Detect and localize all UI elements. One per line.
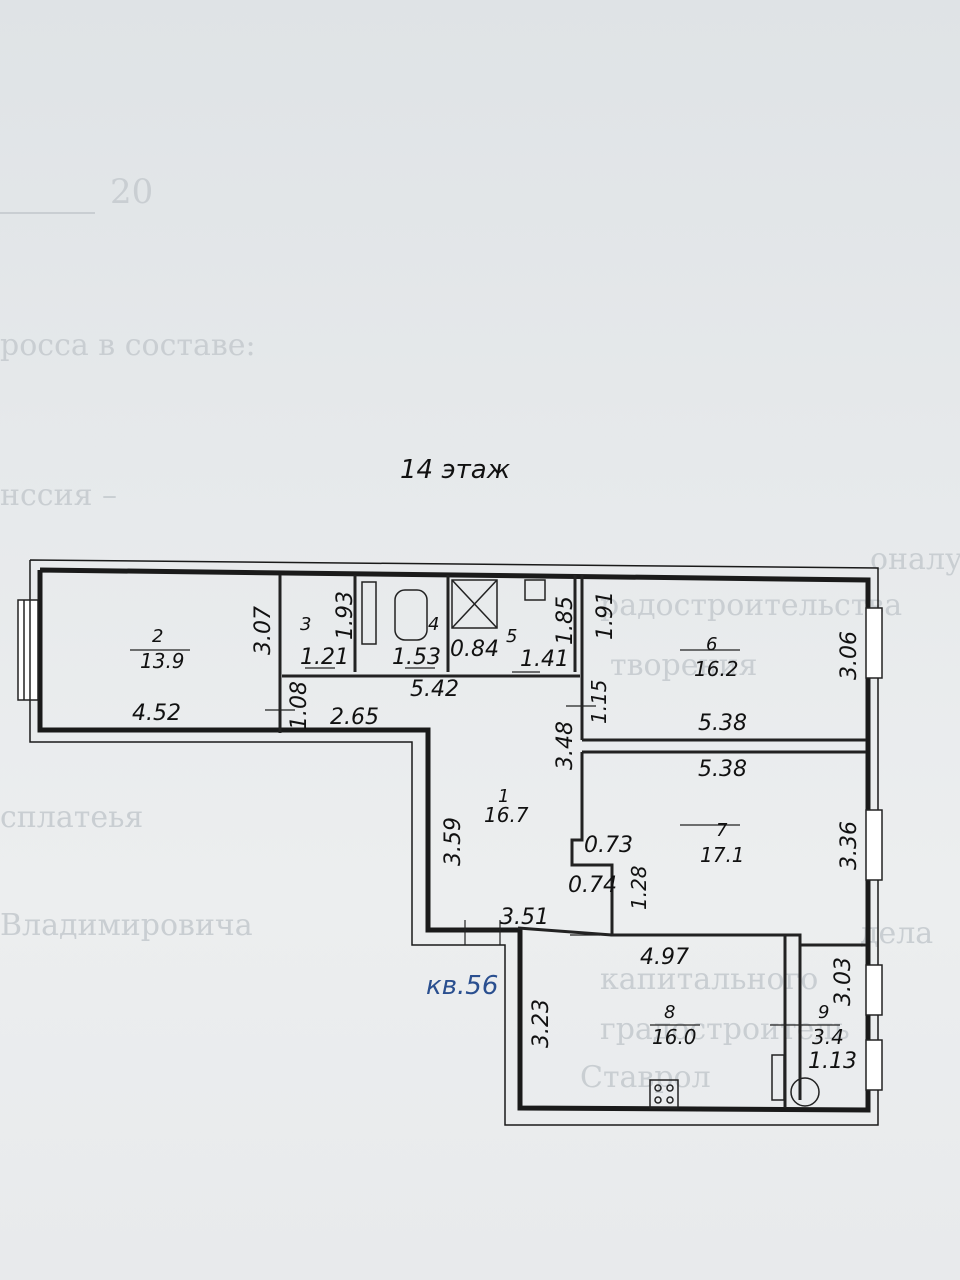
room-5-number: 5 bbox=[506, 626, 517, 647]
dim-notch-a: 0.73 bbox=[584, 833, 633, 858]
room-1-area: 16.7 bbox=[484, 803, 529, 827]
room-8-number: 8 bbox=[664, 1002, 675, 1023]
dim-r6-height: 3.06 bbox=[837, 631, 862, 680]
bg-text-line1: 20 bbox=[110, 172, 154, 212]
dim-r6-width: 5.38 bbox=[698, 711, 747, 736]
dim-corr-side: 1.08 bbox=[287, 681, 312, 730]
fixtures bbox=[361, 579, 820, 1109]
apartment-label: кв.56 bbox=[426, 971, 498, 1001]
bg-text-right7: Ставрол bbox=[580, 1060, 711, 1095]
room-8-area: 16.0 bbox=[652, 1025, 697, 1049]
dim-r8-width: 4.97 bbox=[640, 945, 689, 970]
dim-r4-width: 1.53 bbox=[392, 645, 441, 670]
room-2-number: 2 bbox=[152, 626, 163, 647]
interior-walls bbox=[278, 575, 866, 1108]
outer-walls bbox=[29, 559, 879, 1126]
bg-text-right5: капитального bbox=[600, 962, 819, 997]
dim-r9-height: 3.03 bbox=[831, 957, 856, 1006]
bg-text-line3: нссия – bbox=[0, 478, 118, 513]
room-6-number: 6 bbox=[706, 634, 717, 655]
room-7-area: 17.1 bbox=[700, 843, 745, 867]
room-3-number: 3 bbox=[300, 614, 311, 635]
dim-notch-b: 0.74 bbox=[568, 873, 617, 898]
dim-corr-width2: 2.65 bbox=[330, 705, 379, 730]
dimension-ticks bbox=[130, 649, 840, 1026]
dim-hall-bottom: 3.51 bbox=[500, 905, 549, 930]
bg-text-right4: дела bbox=[860, 916, 934, 951]
dim-notch-c: 1.28 bbox=[627, 865, 651, 910]
bg-text-right1: оналу bbox=[870, 542, 960, 577]
dim-r3-width: 1.21 bbox=[300, 645, 349, 670]
dim-r6-side: 1.91 bbox=[593, 591, 618, 640]
dim-r5-height: 1.85 bbox=[553, 596, 578, 645]
dim-hall-left: 3.59 bbox=[441, 817, 466, 866]
room-9-number: 9 bbox=[818, 1002, 829, 1023]
room-6-area: 16.2 bbox=[694, 657, 739, 681]
bg-text-line5: Владимировича bbox=[0, 908, 253, 943]
dim-r7-height: 3.36 bbox=[837, 821, 862, 870]
windows bbox=[17, 599, 883, 1091]
dim-r5-small: 0.84 bbox=[450, 637, 499, 662]
dim-corridor-width: 5.42 bbox=[410, 677, 459, 702]
bg-text-line4: сплатеья bbox=[0, 800, 144, 835]
dim-r7-top: 5.38 bbox=[698, 757, 747, 782]
floor-label: 14 этаж bbox=[400, 455, 511, 485]
dim-r2-height: 3.07 bbox=[251, 606, 276, 655]
bg-text-right2: радостроительства bbox=[600, 588, 903, 623]
dim-r8-height: 3.23 bbox=[529, 999, 554, 1048]
dim-r3-height: 1.93 bbox=[333, 591, 358, 640]
dim-r9-width: 1.13 bbox=[808, 1049, 857, 1074]
room-4-number: 4 bbox=[428, 614, 439, 635]
bg-text-right6: градостроитель bbox=[600, 1012, 850, 1047]
room-7-number: 7 bbox=[716, 820, 728, 841]
room-2-area: 13.9 bbox=[140, 649, 185, 673]
dim-r5-width: 1.41 bbox=[520, 647, 569, 672]
bg-text-right3: творения bbox=[610, 648, 758, 683]
bg-text-line2: росса в составе: bbox=[0, 328, 256, 363]
room-9-area: 3.4 bbox=[812, 1025, 844, 1049]
room-1-number: 1 bbox=[498, 786, 509, 807]
bg-underline bbox=[0, 212, 95, 214]
dim-hall-height: 3.48 bbox=[553, 721, 578, 770]
dim-r2-width: 4.52 bbox=[132, 701, 181, 726]
dim-r6-notch: 1.15 bbox=[587, 679, 611, 724]
